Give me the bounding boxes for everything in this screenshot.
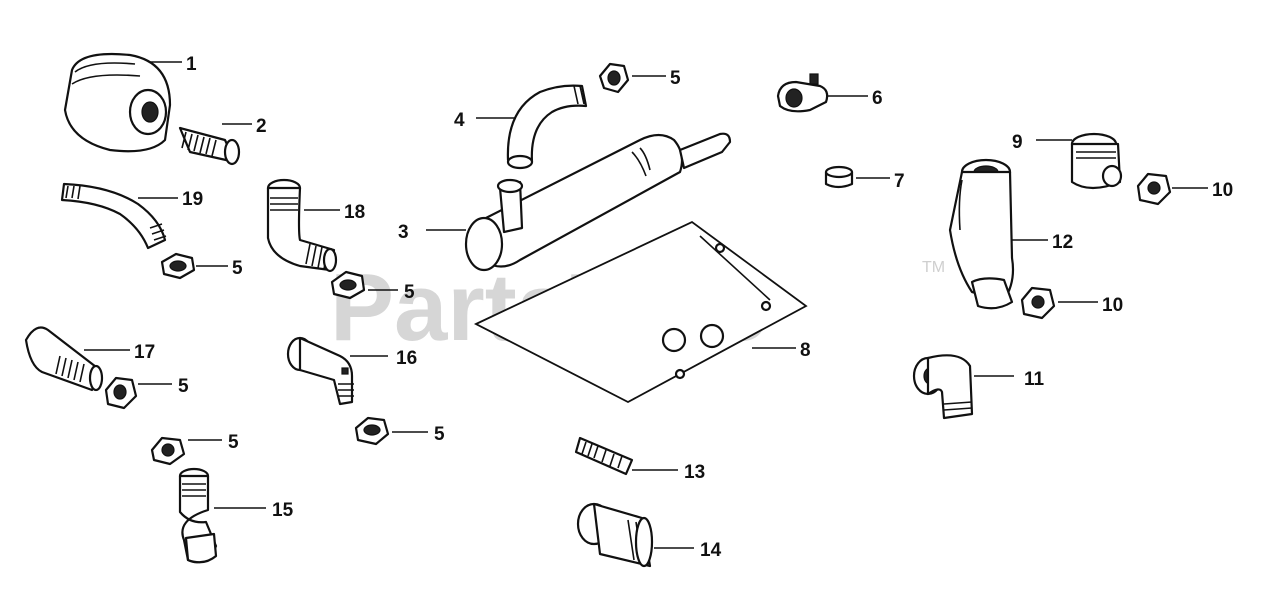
callout-5c: 5 [670, 68, 681, 89]
part-11-elbow[interactable] [912, 354, 1014, 420]
part-5-nut-a[interactable] [160, 252, 228, 280]
watermark-trademark: TM [922, 259, 945, 276]
callout-13: 13 [684, 462, 705, 483]
callout-17: 17 [134, 342, 155, 363]
callout-11: 11 [1024, 369, 1045, 390]
part-14-coupling[interactable] [576, 502, 694, 568]
part-5-nut-b[interactable] [330, 270, 398, 300]
callout-6: 6 [872, 88, 883, 109]
part-19-curved-pipe[interactable] [60, 182, 178, 250]
part-8-gasket-plate[interactable] [473, 220, 808, 404]
part-5-nut-f[interactable] [150, 436, 222, 466]
part-5-nut-d[interactable] [104, 376, 172, 410]
part-5-nut-c[interactable] [598, 62, 666, 94]
callout-5a: 5 [232, 258, 243, 279]
part-15-street-elbow[interactable] [178, 467, 266, 564]
part-17-elbow[interactable] [24, 326, 130, 392]
part-2-nipple[interactable] [178, 123, 252, 166]
callout-5b: 5 [404, 282, 415, 303]
callout-10a: 10 [1212, 180, 1233, 201]
part-9-fitting[interactable] [1036, 132, 1123, 190]
part-12-manifold-tube[interactable] [948, 158, 1048, 310]
part-6-clamp[interactable] [776, 73, 868, 113]
callout-14: 14 [700, 540, 722, 561]
callout-7: 7 [894, 171, 905, 192]
part-18-elbow[interactable] [266, 178, 340, 273]
part-10-flange-gasket-a[interactable] [1136, 172, 1208, 206]
part-7-bushing[interactable] [824, 165, 890, 189]
callout-1: 1 [186, 54, 197, 75]
callout-4: 4 [454, 110, 465, 131]
callout-5d: 5 [178, 376, 189, 397]
callout-8: 8 [800, 340, 811, 361]
part-16-pipe[interactable] [286, 336, 388, 406]
callout-5f: 5 [228, 432, 239, 453]
part-5-nut-e[interactable] [354, 416, 428, 446]
callout-5e: 5 [434, 424, 445, 445]
callout-2: 2 [256, 116, 267, 137]
part-3-muffler[interactable] [426, 132, 732, 272]
callout-18: 18 [344, 202, 365, 223]
callout-16: 16 [396, 348, 417, 369]
part-13-stud[interactable] [574, 436, 678, 476]
part-4-curved-tube[interactable] [476, 84, 588, 170]
callout-12: 12 [1052, 232, 1073, 253]
callout-15: 15 [272, 500, 294, 521]
part-1-muffler-cap[interactable] [63, 52, 182, 153]
part-10-flange-gasket-b[interactable] [1020, 286, 1098, 320]
callout-19: 19 [182, 189, 203, 210]
callout-10b: 10 [1102, 295, 1123, 316]
callout-9: 9 [1012, 132, 1023, 153]
callout-3: 3 [398, 222, 409, 243]
